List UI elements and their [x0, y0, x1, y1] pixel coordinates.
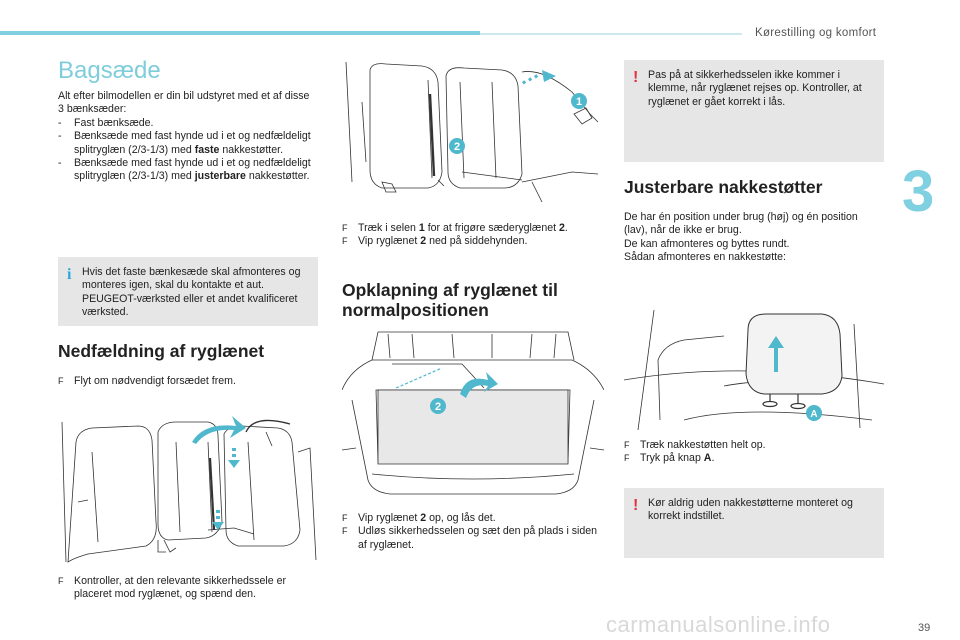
page-title: Bagsæde [58, 57, 161, 84]
headrest-illustration: A [624, 300, 884, 430]
pull-arrow-icon [522, 70, 556, 85]
intro-lead: Alt efter bilmodellen er din bil udstyre… [58, 90, 310, 116]
headrests-intro: De har én position under brug (høj) og é… [624, 211, 858, 264]
headrest-cushion [745, 313, 843, 395]
fold-arrow-icon [192, 416, 246, 444]
headrests-heading: Justerbare nakkestøtter [624, 177, 823, 197]
list-item: -Bænksæde med fast hynde ud i et og nedf… [58, 157, 311, 183]
info-icon: i [67, 266, 72, 283]
restore-seat-illustration: 2 [342, 330, 604, 498]
header-rule [480, 33, 742, 35]
seat-release-drawing: 1 2 [345, 62, 599, 202]
restore-heading: Opklapning af ryglænet til normalpositio… [342, 280, 558, 320]
warning-text: Kør aldrig uden nakkestøtterne monteret … [648, 497, 853, 523]
header-accent-bar [0, 31, 480, 35]
release-seat-illustration: 1 2 [342, 62, 604, 202]
boot-drawing: 2 [342, 331, 604, 495]
chapter-number: 3 [902, 159, 935, 224]
svg-text:2: 2 [454, 141, 460, 153]
headrest-drawing: A [624, 309, 884, 430]
callout-1 [571, 93, 587, 109]
info-note-text: Hvis det faste bænkesæde skal afmonteres… [82, 266, 301, 319]
watermark: carmanualsonline.info [606, 612, 831, 637]
list-item: -Fast bænksæde. [58, 116, 154, 129]
down-arrow-icons [212, 448, 240, 530]
page-number: 39 [918, 622, 931, 634]
seat-back-panel [377, 389, 569, 465]
warning-icon: ! [633, 497, 639, 514]
fold-seat-illustration [58, 412, 320, 568]
warning-note-1: ! Pas på at sikkerhedsselen ikke kommer … [624, 60, 884, 162]
svg-text:A: A [810, 409, 817, 420]
up-arrow-icon [768, 336, 784, 372]
warning-icon: ! [633, 69, 639, 86]
intro: Alt efter bilmodellen er din bil udstyre… [58, 90, 313, 184]
svg-text:1: 1 [576, 96, 582, 108]
callout-2b [430, 398, 446, 414]
fold-heading: Nedfældning af ryglænet [58, 341, 265, 361]
info-note: i Hvis det faste bænkesæde skal afmonter… [58, 257, 318, 326]
callout-2 [449, 138, 465, 154]
warning-note-2: ! Kør aldrig uden nakkestøtterne montere… [624, 488, 884, 558]
rear-seat-drawing [61, 416, 317, 563]
callout-a [806, 405, 822, 421]
seat-types-list: -Fast bænksæde. -Bænksæde med fast hynde… [58, 117, 313, 184]
section-title: Kørestilling og komfort [755, 27, 877, 39]
raise-arrow-icon [460, 372, 498, 398]
svg-text:2: 2 [435, 401, 441, 413]
warning-text: Pas på at sikkerhedsselen ikke kommer i … [648, 69, 862, 108]
list-item: -Bænksæde med fast hynde ud i et og nedf… [58, 130, 311, 156]
